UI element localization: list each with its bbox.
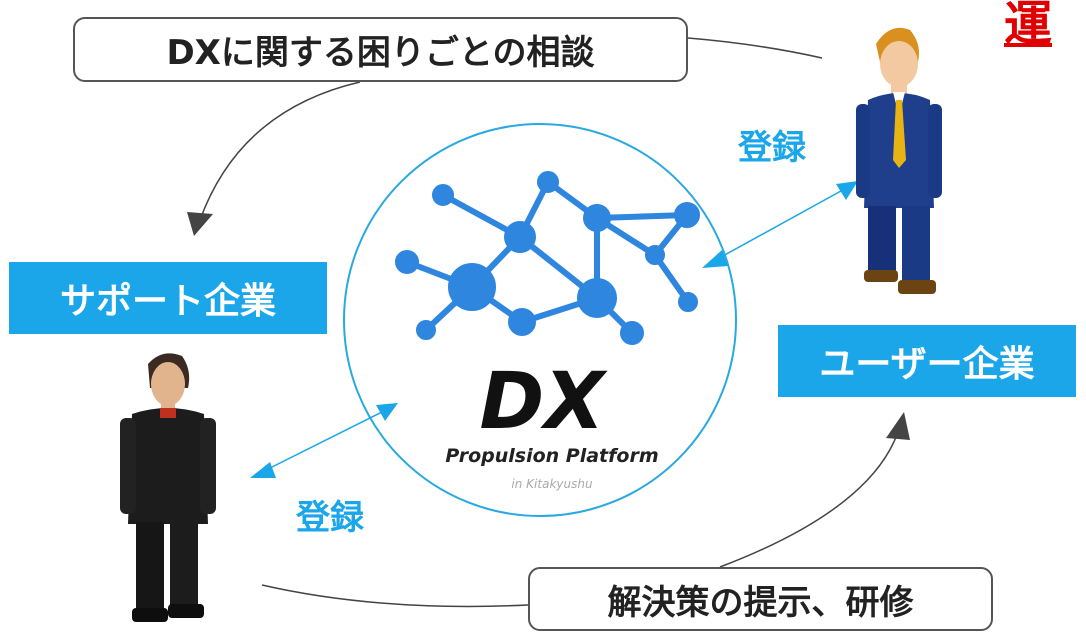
- logo-title: DX: [480, 357, 609, 447]
- support-company-tag: サポート企業: [9, 262, 327, 334]
- network-graph-icon: [395, 171, 700, 345]
- platform-circle: [343, 123, 737, 517]
- register-arrow-support: [250, 403, 398, 478]
- arrowhead-solution: [886, 412, 910, 440]
- register-label-bottom: 登録: [296, 498, 364, 538]
- register-label-top: 登録: [738, 128, 806, 168]
- solution-label: 解決策の提示、研修: [528, 567, 993, 631]
- user-company-tag: ユーザー企業: [778, 325, 1076, 397]
- logo-tagline: in Kitakyushu: [511, 477, 593, 491]
- flow-arrow-consult: [199, 81, 361, 221]
- register-arrow-user: [702, 181, 858, 268]
- flow-arrow-solution: [719, 431, 899, 568]
- connector-user-consult: [687, 37, 823, 59]
- support-person-icon: [120, 353, 216, 622]
- arrowhead-consult: [187, 212, 213, 236]
- logo-subtitle: Propulsion Platform: [445, 445, 658, 467]
- corner-heading-fragment: 運: [1004, 0, 1053, 52]
- connector-support-solution: [261, 584, 529, 608]
- consult-label: DXに関する困りごとの相談: [73, 17, 688, 82]
- user-person-icon: [856, 27, 942, 294]
